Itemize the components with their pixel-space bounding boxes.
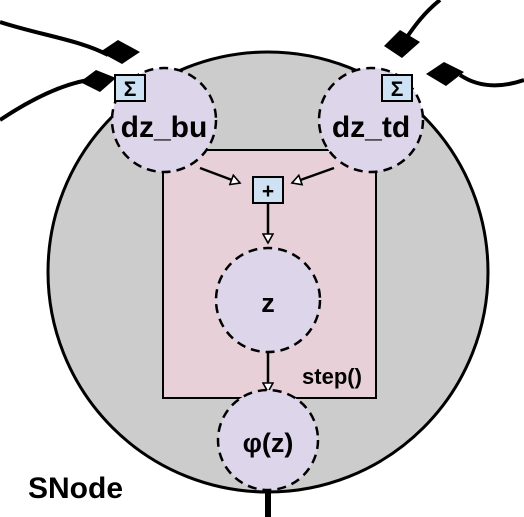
node-phi-z — [216, 388, 320, 492]
synapse-connector-right-bottom — [426, 62, 464, 86]
step-label: step() — [302, 364, 362, 389]
input-wires-left — [0, 20, 109, 122]
synapse-connector-left-bottom — [80, 70, 116, 92]
node-phi-z-label: φ(z) — [243, 428, 294, 458]
node-dz-bu-label: dz_bu — [121, 111, 208, 144]
synapse-connector-right-top — [384, 30, 420, 58]
edge-dzbu-to-plus — [199, 166, 240, 183]
synapse-connector-left-top — [100, 40, 140, 64]
plus-operator — [252, 176, 284, 204]
sum-operator-right-label: Σ — [391, 78, 404, 101]
node-z-label: z — [261, 288, 275, 318]
node-dz-td-label: dz_td — [332, 111, 410, 144]
sum-operator-left-label: Σ — [124, 78, 137, 101]
sum-operator-left — [114, 74, 146, 102]
input-wires-right — [403, 0, 524, 88]
edge-dztd-to-plus — [292, 166, 335, 183]
node-z — [214, 246, 322, 354]
snode-label: SNode — [28, 472, 123, 505]
plus-operator-label: + — [262, 180, 274, 203]
sum-operator-right — [381, 74, 413, 102]
edges — [199, 166, 335, 392]
